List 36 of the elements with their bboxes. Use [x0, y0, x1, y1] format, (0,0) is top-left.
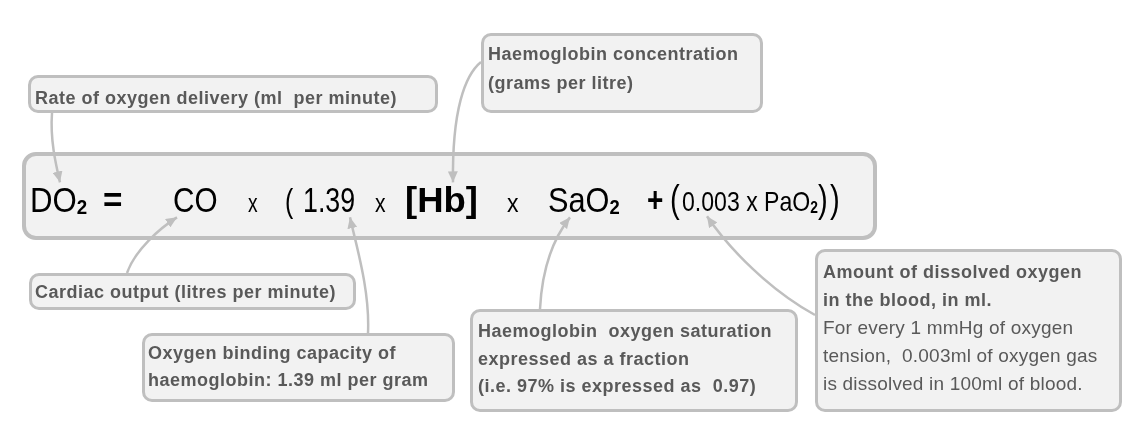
callout-box — [142, 333, 455, 402]
callout-text: (i.e. 97% is expressed as 0.97) — [478, 375, 758, 398]
formula-term: CO — [173, 182, 218, 218]
leader-arrow — [706, 215, 816, 317]
leader-arrow — [347, 217, 370, 334]
multiplication-sign: x — [248, 190, 258, 216]
leader-arrow — [448, 61, 482, 183]
plus-sign: + — [647, 182, 664, 218]
callout-box — [815, 249, 1122, 412]
formula-term: [Hb] — [405, 182, 478, 218]
callout-text: Haemoglobin concentration (grams per litre) — [488, 43, 740, 95]
leader-arrow — [50, 112, 63, 183]
callout-text: For every 1 mmHg of oxygen tension, 0.003ml of oxygen gas is dissolved in 100ml of blood. — [823, 316, 1099, 396]
callout-box — [470, 309, 798, 412]
callout-text: Rate of oxygen delivery (ml per minute) — [35, 87, 399, 109]
parenthesis: ( — [670, 179, 680, 218]
callout-text: Cardiac output (litres per minute) — [35, 281, 338, 303]
parenthesis: ( — [285, 183, 294, 218]
formula-term: SaO$_{2}$ — [548, 182, 620, 218]
parenthesis: ) — [818, 179, 828, 218]
callout-heading: Amount of dissolved oxygen in the blood, in ml. — [823, 261, 1084, 312]
callout-box — [28, 75, 438, 113]
leader-arrow — [125, 216, 178, 274]
equals-sign: = — [103, 182, 123, 218]
parenthesis: ) — [830, 179, 840, 218]
multiplication-sign: x — [375, 190, 386, 216]
formula-term: DO$_{2}$ — [30, 182, 88, 218]
formula-term: 1.39 — [303, 182, 356, 218]
callout-box — [481, 33, 763, 113]
leader-arrow — [538, 216, 571, 310]
formula-box — [22, 152, 877, 240]
callout-box — [29, 273, 356, 310]
formula-term: 0.003 x PaO$_{2}$ — [682, 188, 818, 217]
callout-text: Haemoglobin oxygen saturation expressed as a fraction — [478, 320, 774, 371]
callout-text: Oxygen binding capacity of haemoglobin: 1.39 ml per gram — [148, 342, 430, 392]
multiplication-sign: x — [507, 190, 519, 216]
